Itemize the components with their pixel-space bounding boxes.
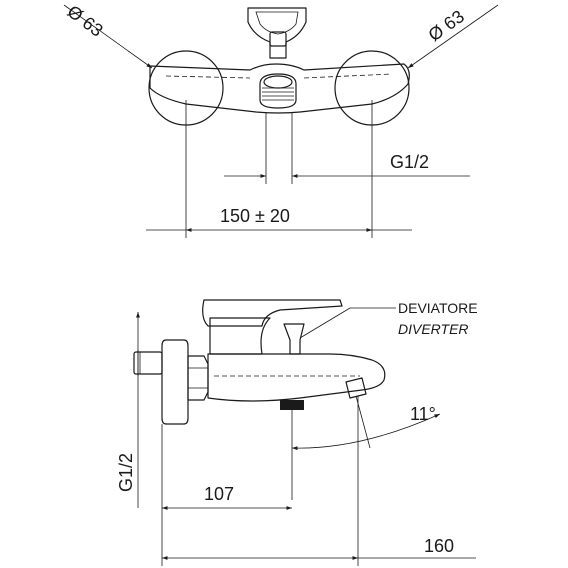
diverter-label-en: DIVERTER <box>398 321 469 337</box>
depth-dim-label: 160 <box>424 536 454 556</box>
diverter-knob <box>283 323 305 355</box>
centers-label: 150 ± 20 <box>220 206 290 226</box>
lever-stem <box>269 31 287 47</box>
outlet-aerator <box>280 400 304 410</box>
side-thread-label: G1/2 <box>116 453 136 492</box>
lever-handle <box>247 7 307 59</box>
spout-tip <box>345 377 367 399</box>
nozzle-end <box>263 75 293 89</box>
diverter-leader <box>299 307 351 339</box>
nozzle <box>259 73 297 109</box>
mixer-body <box>207 353 386 402</box>
hex-nut <box>187 355 209 401</box>
left-diameter-leader <box>63 4 153 69</box>
eccentric-connector <box>133 351 163 375</box>
right-diameter-label: Ø 63 <box>425 6 468 45</box>
lever-side <box>202 299 343 327</box>
angle-label: 11° <box>410 404 436 424</box>
angle-arc <box>291 413 441 451</box>
hex-nut-lines <box>188 367 208 389</box>
diverter-label: DEVIATORE <box>398 300 478 316</box>
extension-lines <box>185 100 373 238</box>
wall-flange <box>161 339 189 425</box>
left-diameter-label: Ø 63 <box>64 1 107 40</box>
body-inner-line <box>165 73 393 79</box>
nozzle-rings <box>262 87 294 101</box>
spout-dim-label: 107 <box>204 484 234 504</box>
right-diameter-leader <box>407 4 499 69</box>
side-view <box>133 299 476 566</box>
lever-handle-inner <box>255 11 299 35</box>
cartridge-housing <box>209 317 271 355</box>
top-view <box>63 4 499 238</box>
top-thread-label: G1/2 <box>390 152 429 172</box>
